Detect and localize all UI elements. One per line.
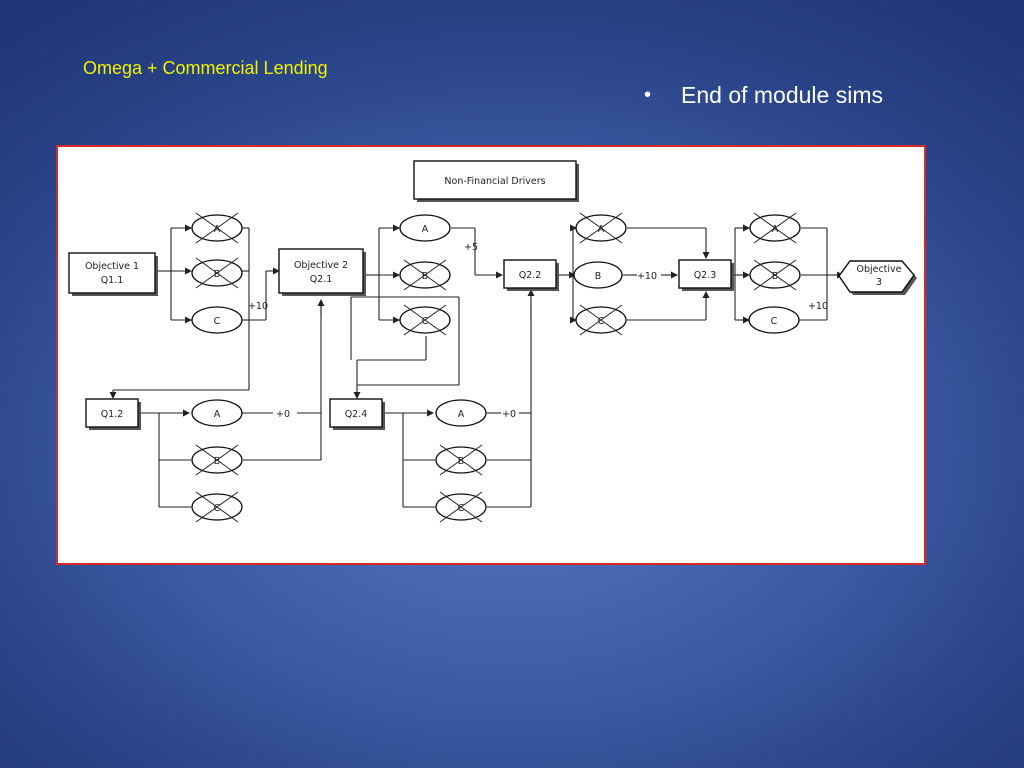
option-oval-c: C bbox=[748, 306, 800, 334]
svg-text:A: A bbox=[598, 224, 605, 235]
q24-box: Q2.4 bbox=[329, 398, 385, 430]
objective-1-box: Objective 1 Q1.1 bbox=[68, 252, 158, 296]
q22-label: Q2.2 bbox=[519, 270, 542, 281]
option-oval-crossed: A bbox=[575, 212, 627, 244]
option-oval-crossed: B bbox=[191, 257, 243, 289]
flow-diagram-svg: Non-Financial Drivers Objective 1 Q1.1 O… bbox=[68, 160, 917, 523]
objective-3-code: 3 bbox=[876, 277, 882, 288]
svg-text:C: C bbox=[422, 316, 429, 327]
option-oval-a: A bbox=[191, 399, 243, 427]
slide-title: Omega + Commercial Lending bbox=[83, 58, 328, 78]
svg-text:B: B bbox=[214, 456, 221, 467]
option-oval-crossed: B bbox=[399, 259, 451, 291]
score-label: +0 bbox=[276, 409, 290, 420]
svg-text:B: B bbox=[422, 271, 429, 282]
score-label: +10 bbox=[808, 301, 828, 312]
score-label: +10 bbox=[637, 271, 657, 282]
objective-3-label: Objective bbox=[856, 264, 901, 275]
option-oval-crossed: C bbox=[399, 304, 451, 336]
score-labels: +10 +5 +0 +0 +10 +10 bbox=[248, 242, 828, 420]
bullet-list: • End of module sims bbox=[644, 82, 883, 109]
option-oval-crossed: B bbox=[749, 259, 801, 291]
score-label: +5 bbox=[464, 242, 478, 253]
objective-3-box: Objective 3 bbox=[838, 260, 917, 295]
option-oval-crossed: A bbox=[749, 212, 801, 244]
q12-box: Q1.2 bbox=[85, 398, 141, 430]
option-oval-b: B bbox=[573, 261, 623, 289]
option-oval-c: C bbox=[191, 306, 243, 334]
option-oval-crossed: C bbox=[191, 491, 243, 523]
svg-text:C: C bbox=[214, 503, 221, 514]
option-oval-crossed: B bbox=[191, 444, 243, 476]
non-financial-drivers-box: Non-Financial Drivers bbox=[413, 160, 579, 202]
q12-label: Q1.2 bbox=[101, 409, 124, 420]
option-oval-a: A bbox=[435, 399, 487, 427]
svg-text:B: B bbox=[458, 456, 465, 467]
objective-2-code: Q2.1 bbox=[310, 274, 333, 285]
svg-text:C: C bbox=[458, 503, 465, 514]
bullet-item: • End of module sims bbox=[644, 82, 883, 109]
q24-label: Q2.4 bbox=[345, 409, 368, 420]
option-oval-a: A bbox=[399, 214, 451, 242]
svg-text:C: C bbox=[598, 316, 605, 327]
svg-text:A: A bbox=[214, 409, 221, 420]
objective-2-box: Objective 2 Q2.1 bbox=[278, 248, 366, 296]
connector-lines bbox=[109, 224, 844, 508]
svg-text:B: B bbox=[772, 271, 779, 282]
q23-box: Q2.3 bbox=[678, 259, 734, 291]
objective-1-code: Q1.1 bbox=[101, 275, 124, 286]
q23-label: Q2.3 bbox=[694, 270, 717, 281]
svg-text:A: A bbox=[214, 224, 221, 235]
option-oval-crossed: C bbox=[435, 491, 487, 523]
objective-1-label: Objective 1 bbox=[85, 261, 139, 272]
option-oval-crossed: A bbox=[191, 212, 243, 244]
svg-text:C: C bbox=[214, 316, 221, 327]
flow-diagram: Non-Financial Drivers Objective 1 Q1.1 O… bbox=[56, 145, 926, 565]
svg-text:B: B bbox=[214, 269, 221, 280]
non-financial-drivers-label: Non-Financial Drivers bbox=[444, 176, 545, 187]
score-label: +0 bbox=[502, 409, 516, 420]
bullet-dot-icon: • bbox=[644, 84, 652, 106]
objective-2-label: Objective 2 bbox=[294, 260, 348, 271]
q22-box: Q2.2 bbox=[503, 259, 559, 291]
score-label: +10 bbox=[248, 301, 268, 312]
svg-text:A: A bbox=[772, 224, 779, 235]
bullet-text: End of module sims bbox=[681, 82, 883, 108]
svg-text:A: A bbox=[422, 224, 429, 235]
svg-text:C: C bbox=[771, 316, 778, 327]
option-oval-crossed: B bbox=[435, 444, 487, 476]
svg-text:A: A bbox=[458, 409, 465, 420]
svg-text:B: B bbox=[595, 271, 602, 282]
option-oval-crossed: C bbox=[575, 304, 627, 336]
